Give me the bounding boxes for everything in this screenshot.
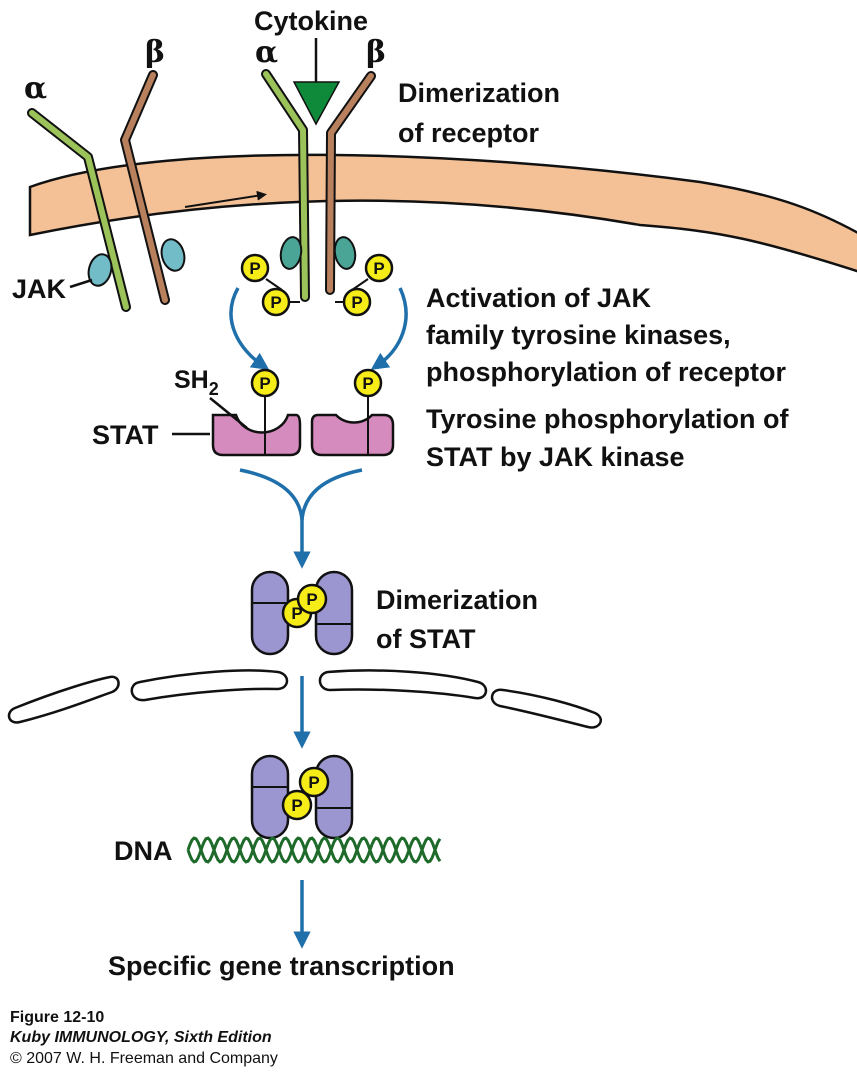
- p-label-7: P: [291, 604, 302, 623]
- gene-transcription-label: Specific gene transcription: [108, 951, 455, 981]
- nuclear-envelope-3: [318, 669, 488, 700]
- dimerization-stat-label-2: of STAT: [376, 624, 476, 654]
- p-label-3: P: [373, 259, 384, 278]
- tyrosine-label-1: Tyrosine phosphorylation of: [426, 404, 790, 434]
- p-label-10: P: [308, 773, 319, 792]
- nuclear-envelope-1: [7, 675, 120, 724]
- activation-label-3: phosphorylation of receptor: [426, 357, 787, 387]
- stat-dimer-1: [250, 570, 354, 656]
- dimerization-receptor-label-1: Dimerization: [398, 78, 560, 108]
- nuclear-envelope-2: [130, 669, 289, 702]
- dimerization-receptor-label-2: of receptor: [398, 118, 540, 148]
- p-label-9: P: [291, 796, 302, 815]
- p-label-1: P: [249, 259, 260, 278]
- dimerization-stat-label-1: Dimerization: [376, 585, 538, 615]
- book-caption: Kuby IMMUNOLOGY, Sixth Edition: [10, 1029, 272, 1046]
- arrow-to-stat-left: [229, 287, 270, 370]
- stat-left: [211, 368, 302, 457]
- nuclear-envelope-4: [490, 688, 603, 729]
- jak-right-2: [333, 236, 357, 270]
- membrane-arrow: [184, 190, 267, 208]
- phospho-3: [364, 253, 394, 283]
- jak-left-2: [160, 238, 186, 272]
- cell-membrane: [28, 153, 857, 273]
- sh2-pointer: [209, 397, 248, 429]
- dna-label: DNA: [114, 836, 173, 866]
- phospho-1: [240, 253, 270, 283]
- dna-helix: [186, 836, 442, 864]
- activation-label-2: family tyrosine kinases,: [426, 320, 731, 350]
- p-label-2: P: [270, 293, 281, 312]
- jak-left-1: [87, 253, 113, 287]
- activation-label-1: Activation of JAK: [426, 283, 652, 313]
- cytokine-triangle: [292, 81, 341, 126]
- jak-pointer: [69, 278, 93, 289]
- alpha-right-label: α: [255, 35, 278, 70]
- cytokine-label: Cytokine: [254, 6, 368, 36]
- p-label-5: P: [259, 374, 270, 393]
- jak-right-1: [279, 236, 303, 270]
- figure-caption: Figure 12-10: [10, 1009, 104, 1026]
- merge-arrow: [239, 468, 363, 521]
- stat-right: [310, 368, 395, 457]
- beta-right-label: β: [366, 35, 386, 70]
- p-label-4: P: [351, 293, 362, 312]
- stat-dimer-2: [250, 754, 354, 840]
- beta-left-label: β: [145, 35, 165, 70]
- p-label-8: P: [306, 590, 317, 609]
- sh2-label: SH2: [174, 366, 219, 399]
- alpha-left-label: α: [24, 71, 47, 106]
- copyright-caption: © 2007 W. H. Freeman and Company: [10, 1050, 278, 1067]
- stat-label: STAT: [92, 420, 159, 450]
- tyrosine-label-2: STAT by JAK kinase: [426, 442, 685, 472]
- jak-label: JAK: [12, 274, 67, 304]
- arrow-to-stat-right: [370, 287, 408, 370]
- p-label-6: P: [362, 374, 373, 393]
